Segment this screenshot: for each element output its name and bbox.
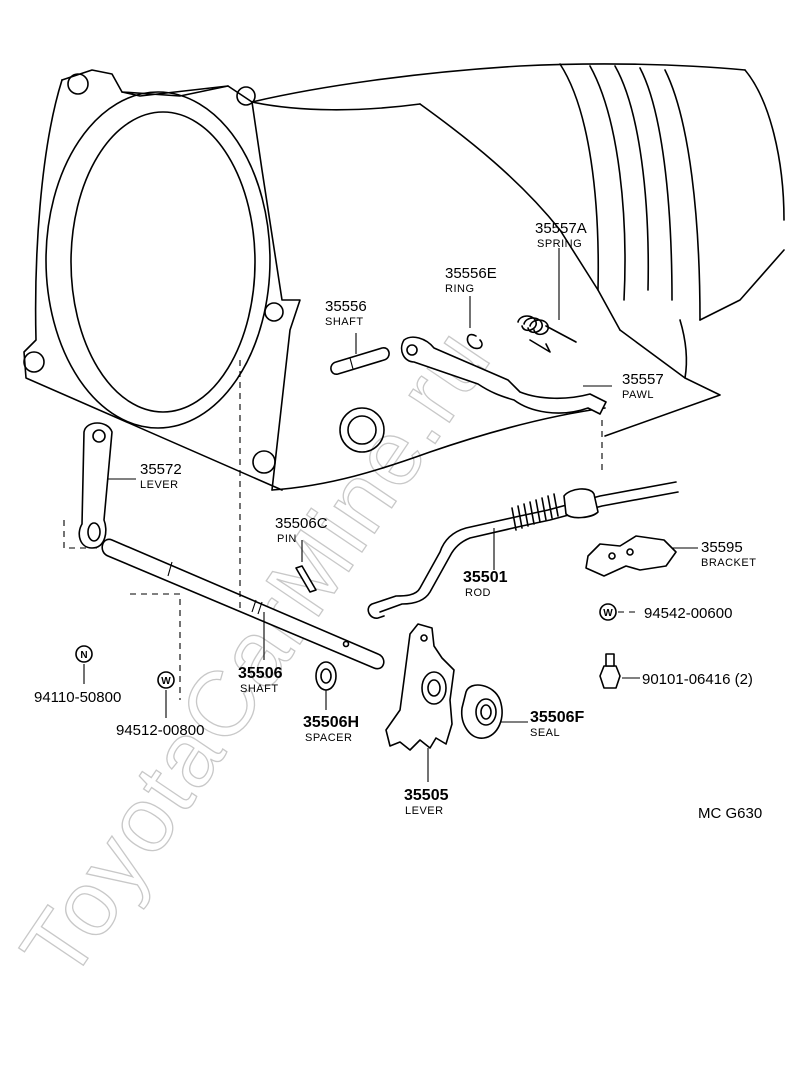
- part-name: RING: [445, 283, 475, 295]
- diagram-code: MC G630: [698, 805, 762, 822]
- part-number: 35505: [404, 787, 449, 804]
- shaft-35556: [330, 333, 390, 375]
- part-number: 35556: [325, 298, 367, 315]
- part-name: SPACER: [305, 732, 352, 744]
- label-35506F: 35506F SEAL: [530, 709, 584, 739]
- label-35557A: 35557A SPRING: [535, 220, 587, 250]
- pin-35506C: [295, 540, 317, 593]
- part-name: SHAFT: [240, 683, 279, 695]
- label-35506H: 35506H SPACER: [303, 714, 359, 744]
- part-number: 35572: [140, 461, 182, 478]
- part-name: PIN: [277, 533, 297, 545]
- seal-35506F: [460, 684, 528, 739]
- part-name: LEVER: [405, 805, 444, 817]
- label-90101-06416: 90101-06416 (2): [642, 671, 753, 688]
- part-number: 35557: [622, 371, 664, 388]
- bracket-35595: [585, 535, 698, 577]
- label-35572: 35572 LEVER: [140, 461, 182, 491]
- label-35506: 35506 SHAFT: [238, 665, 283, 695]
- part-number: 35506F: [530, 709, 584, 726]
- lever-35572: [63, 422, 136, 549]
- part-name: SHAFT: [325, 316, 364, 328]
- part-number: 35501: [463, 569, 508, 586]
- rod-35501: [367, 481, 679, 619]
- label-35556: 35556 SHAFT: [325, 298, 367, 328]
- part-name: SEAL: [530, 727, 560, 739]
- label-94110-50800: 94110-50800: [34, 689, 121, 706]
- bolt-90101: [599, 653, 640, 689]
- part-number: 94110-50800: [34, 689, 121, 706]
- label-35557: 35557 PAWL: [622, 371, 664, 401]
- part-name: LEVER: [140, 479, 179, 491]
- part-number: 94512-00800: [116, 722, 204, 739]
- spacer-35506H: [315, 661, 337, 710]
- part-number: 35506C: [275, 515, 328, 532]
- label-35595: 35595 BRACKET: [701, 539, 756, 569]
- label-94542-00600: 94542-00600: [644, 605, 732, 622]
- part-number: 35506H: [303, 714, 359, 731]
- label-35556E: 35556E RING: [445, 265, 497, 295]
- part-number: 90101-06416 (2): [642, 671, 753, 688]
- transmission-housing: [23, 63, 785, 491]
- part-name: PAWL: [622, 389, 654, 401]
- svg-text:N: N: [80, 650, 87, 661]
- label-35505: 35505 LEVER: [404, 787, 449, 817]
- lever-35505: [385, 623, 455, 782]
- washer-94542: W: [599, 603, 640, 621]
- part-name: SPRING: [537, 238, 582, 250]
- spring-35557A: [517, 248, 577, 353]
- pawl-35557: [400, 336, 612, 415]
- part-name: BRACKET: [701, 557, 756, 569]
- part-number: 35556E: [445, 265, 497, 282]
- part-number: 35557A: [535, 220, 587, 237]
- part-name: ROD: [465, 587, 491, 599]
- washer-94512: W: [157, 671, 175, 718]
- part-number: 94542-00600: [644, 605, 732, 622]
- label-35501: 35501 ROD: [463, 569, 508, 599]
- label-94512-00800: 94512-00800: [116, 722, 204, 739]
- nut-94110: N: [75, 645, 93, 684]
- label-35506C: 35506C PIN: [275, 515, 328, 545]
- part-number: 35595: [701, 539, 743, 556]
- svg-text:W: W: [161, 676, 171, 687]
- svg-text:W: W: [603, 608, 613, 619]
- shaft-35506: [101, 360, 603, 700]
- part-number: 35506: [238, 665, 283, 682]
- ring-35556E: [466, 296, 483, 350]
